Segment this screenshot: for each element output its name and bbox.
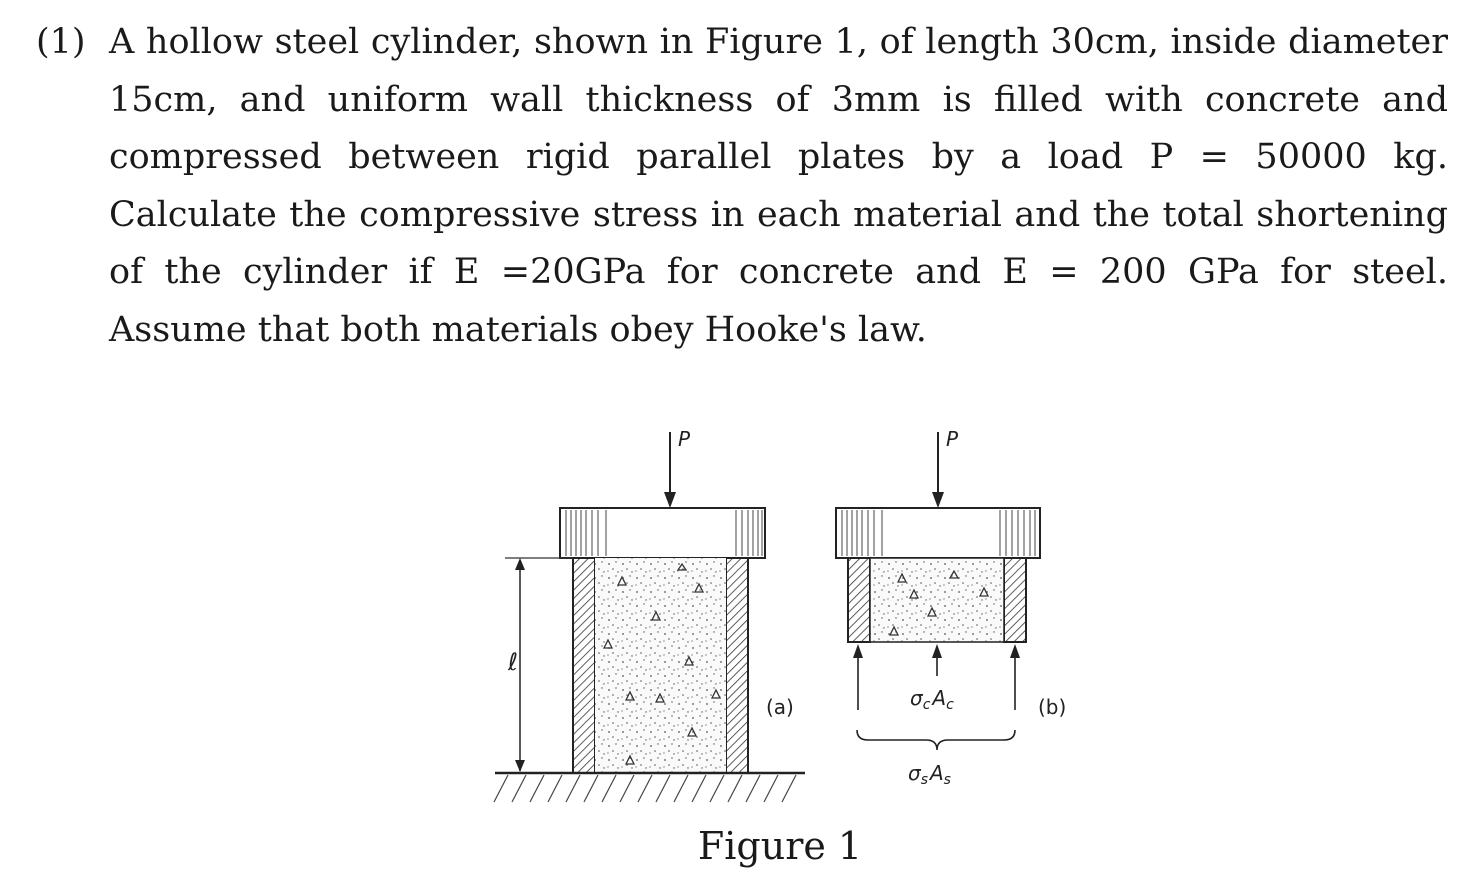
cylinder-diagram: P [493, 427, 1066, 803]
panel-b: P [835, 427, 1066, 788]
top-plate-b [835, 507, 1041, 559]
steel-wall-left-a [572, 557, 596, 774]
figure-caption: Figure 1 [697, 824, 863, 868]
problem-number: (1) [36, 22, 86, 62]
load-label-a: P [678, 427, 691, 451]
panel-b-label: (b) [1038, 695, 1066, 719]
steel-wall-right-a [725, 557, 749, 774]
panel-a: P [493, 427, 805, 803]
problem-statement: (1) A hollow steel cylinder, shown in Fi… [36, 14, 1448, 359]
steel-wall-right-b [1003, 557, 1027, 643]
length-label: ℓ [507, 648, 518, 676]
top-plate-a [559, 507, 766, 559]
concrete-core-b [869, 557, 1005, 643]
load-label-b: P [946, 427, 959, 451]
figure-1: P [480, 420, 1080, 890]
steel-wall-left-b [847, 557, 871, 643]
problem-text: A hollow steel cylinder, shown in Figure… [109, 22, 1448, 350]
steel-area-brace [856, 729, 1016, 751]
panel-a-label: (a) [766, 695, 794, 719]
concrete-core-a [595, 558, 726, 773]
